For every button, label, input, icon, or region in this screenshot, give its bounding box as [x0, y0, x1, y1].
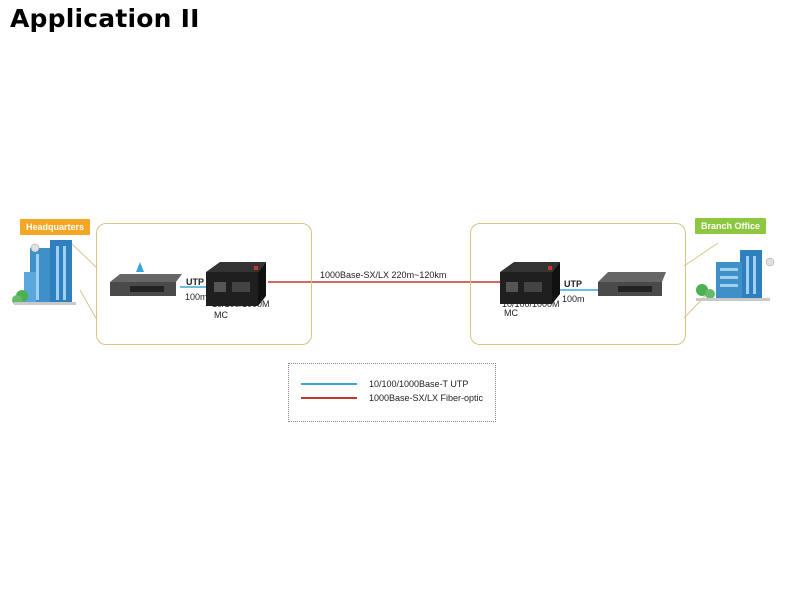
legend-item-fiber: 1000Base-SX/LX Fiber-optic [301, 393, 483, 403]
fiber-link-label: 1000Base-SX/LX 220m~120km [320, 270, 447, 280]
headquarters-building-icon [12, 240, 76, 305]
headquarters-group-box [96, 223, 312, 345]
hq-connector-bottom [79, 289, 98, 321]
hq-utp-label: UTP [186, 277, 204, 287]
legend-label-fiber: 1000Base-SX/LX Fiber-optic [369, 393, 484, 403]
branch-utp-distance: 100m [562, 294, 585, 304]
hq-mc-abbr: MC [214, 310, 228, 320]
branch-office-building-icon [696, 250, 775, 301]
branch-mc-abbr: MC [504, 308, 518, 318]
branch-connector-top [683, 242, 719, 267]
branch-office-group-box [470, 223, 686, 345]
branch-office-tag: Branch Office [695, 218, 767, 234]
branch-media-converter-icon [500, 262, 560, 304]
legend-item-utp: 10/100/1000Base-T UTP [301, 379, 468, 389]
branch-mc-model: 10/100/1000M [502, 299, 560, 309]
branch-switch-icon [598, 272, 666, 296]
headquarters-tag: Headquarters [20, 219, 91, 235]
hq-mc-model: 10/100/1000M [212, 299, 270, 309]
branch-utp-label: UTP [564, 279, 582, 289]
legend: 10/100/1000Base-T UTP 1000Base-SX/LX Fib… [288, 363, 496, 422]
legend-swatch-utp [301, 383, 357, 385]
legend-swatch-fiber [301, 397, 357, 399]
page-title: Application II [10, 4, 200, 33]
hq-utp-distance: 100m [185, 292, 208, 302]
hq-switch-icon [110, 262, 182, 296]
hq-connector-top [71, 243, 98, 269]
hq-media-converter-icon [206, 262, 266, 306]
legend-label-utp: 10/100/1000Base-T UTP [369, 379, 469, 389]
